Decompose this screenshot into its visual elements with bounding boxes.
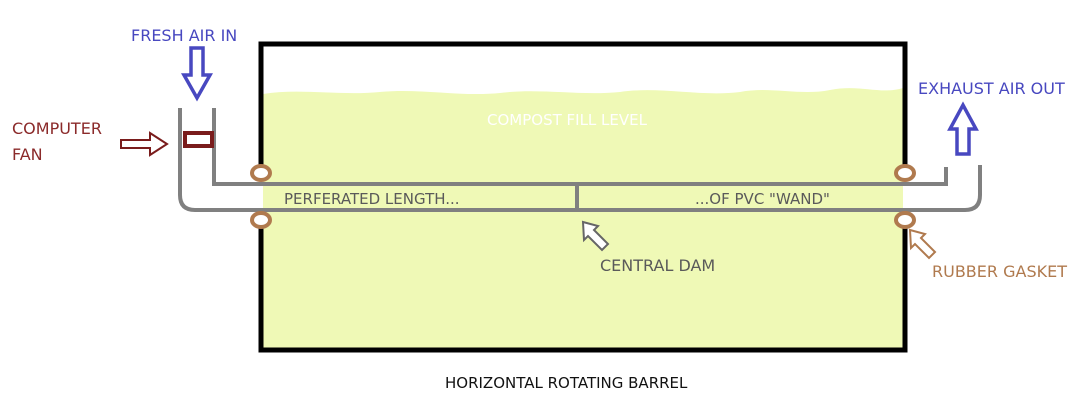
- fresh-air-in-label: FRESH AIR IN: [131, 26, 237, 45]
- empty-headspace: [263, 46, 903, 95]
- gasket-icon: [894, 211, 916, 229]
- compost-fill-level-label: COMPOST FILL LEVEL: [487, 111, 648, 129]
- barrel-outline: [258, 41, 908, 353]
- caption: HORIZONTAL ROTATING BARREL: [445, 374, 688, 392]
- gasket-icon: [250, 211, 272, 229]
- arrow-up-icon: [947, 101, 979, 156]
- compost-fill: [263, 46, 903, 348]
- perforated-length-label: PERFERATED LENGTH...: [284, 190, 460, 208]
- arrow-down-icon: [181, 46, 213, 102]
- exhaust-air-out-label: EXHAUST AIR OUT: [918, 79, 1065, 98]
- outer-pipe: [178, 108, 982, 212]
- gasket-icon: [250, 164, 272, 182]
- fan-label: FAN: [12, 145, 43, 164]
- arrow-up-left-icon: [908, 228, 937, 260]
- computer-label: COMPUTER: [12, 119, 102, 138]
- fan-icon: [183, 131, 214, 148]
- arrow-up-left-icon: [581, 220, 610, 252]
- arrow-right-icon: [120, 131, 169, 157]
- gasket-icon: [894, 164, 916, 182]
- rubber-gasket-label: RUBBER GASKET: [932, 262, 1067, 281]
- pvc-wand-label: ...OF PVC "WAND": [695, 190, 830, 208]
- central-dam-label: CENTRAL DAM: [600, 256, 715, 275]
